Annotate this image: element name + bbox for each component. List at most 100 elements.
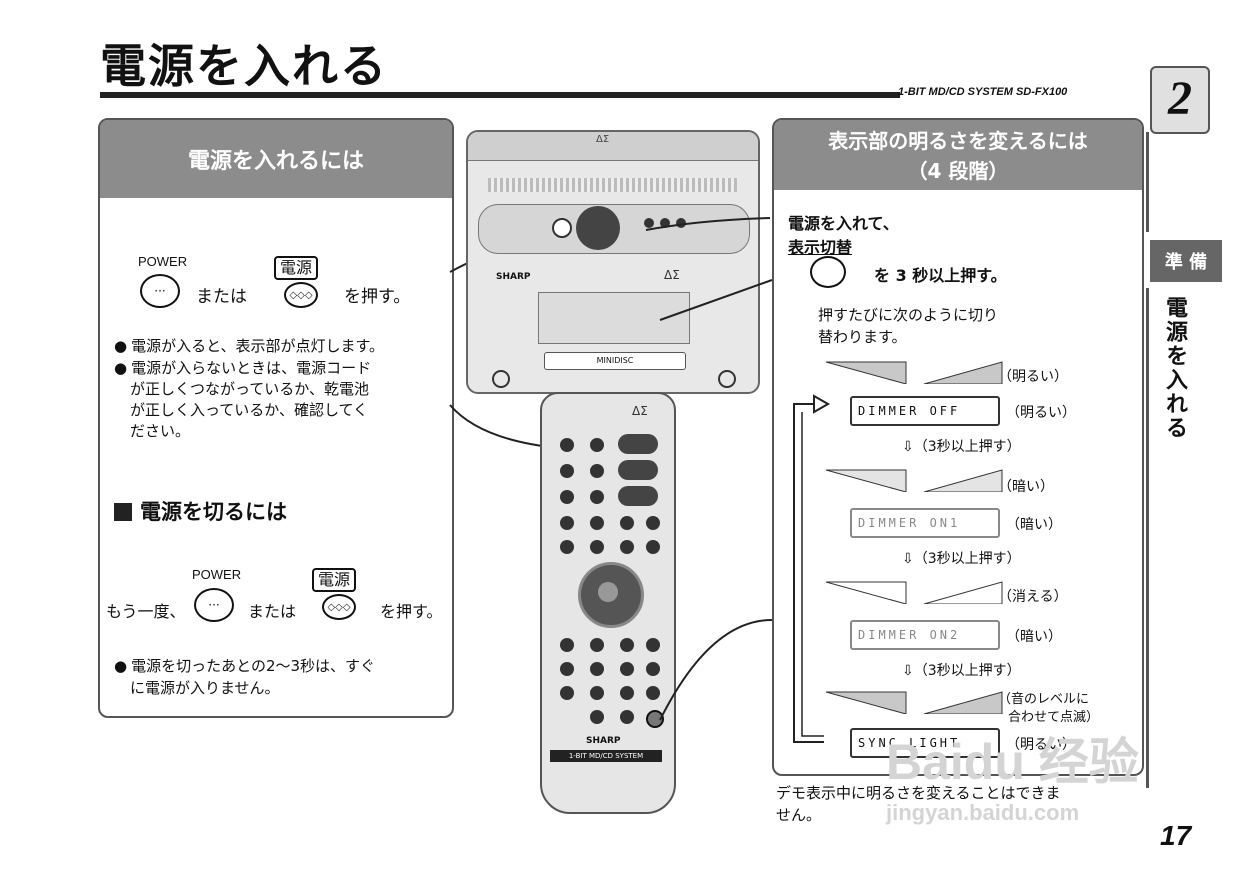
level-label-3: （暗い）: [1006, 629, 1062, 645]
demo-note-line-1: デモ表示中に明るさを変えることはできま: [776, 784, 1061, 802]
page-title: 電源を入れる: [100, 39, 388, 93]
device-grille: [488, 178, 738, 192]
press-step-3: ⇩（3秒以上押す）: [902, 663, 1021, 679]
or-text-2: または: [248, 602, 297, 621]
demo-note-line-2: せん。: [776, 806, 822, 824]
note-2-cont-a: が正しくつながっているか、乾電池: [130, 380, 369, 398]
title-rule: [100, 92, 900, 98]
remote-display-button-icon: [646, 710, 664, 728]
remote-logo: ΔΣ: [632, 404, 648, 418]
dimmer-heading: 表示部の明るさを変えるには （4 段階）: [774, 120, 1142, 190]
sidebar-rule: [1146, 132, 1149, 232]
remote-button-icon: [590, 464, 604, 478]
off-note-1-cont: に電源が入りません。: [130, 679, 280, 697]
remote-button-icon: [620, 686, 634, 700]
down-arrow-icon: ⇩: [902, 439, 914, 455]
power-off-heading: 電源を切るには: [114, 496, 287, 526]
remote-button-icon: [620, 710, 634, 724]
remote-enter-icon: [598, 582, 618, 602]
power-button-icon-2: ···: [194, 588, 234, 622]
again-text: もう一度、: [106, 602, 186, 621]
press-text-2: を押す。: [380, 602, 443, 621]
remote-button-icon: [560, 438, 574, 452]
display-button-icon: [552, 218, 572, 238]
remote-pill-icon: [618, 486, 658, 506]
remote-button-icon: [560, 490, 574, 504]
device-button-icon: [660, 218, 670, 228]
knob-icon: [718, 370, 736, 388]
remote-button-icon: [560, 516, 574, 530]
md-slot: MINIDISC: [544, 352, 686, 370]
remote-button-icon: [560, 540, 574, 554]
device-button-icon: [644, 218, 654, 228]
or-text: または: [196, 287, 247, 307]
down-arrow-icon: ⇩: [902, 663, 914, 679]
remote-button-icon: [560, 686, 574, 700]
device-top: [468, 132, 758, 161]
note-2-cont-c: ださい。: [130, 422, 191, 440]
cycle-arrow-icon: [793, 394, 831, 743]
square-bullet-icon: [114, 503, 132, 521]
section-tab: 準 備: [1150, 240, 1222, 282]
level-label-4: （明るい）: [1006, 737, 1076, 753]
wedge-label-4a: （音のレベルに: [998, 692, 1090, 707]
wedge-label-3: （消える）: [998, 589, 1068, 605]
power-label: POWER: [138, 254, 188, 269]
remote-button-icon: [590, 662, 604, 676]
remote-button-icon: [620, 662, 634, 676]
wedge-label-1: （明るい）: [998, 369, 1068, 385]
remote-button-icon: [560, 638, 574, 652]
note-2-cont-b: が正しく入っているか、確認してく: [130, 401, 369, 419]
remote-button-icon: [646, 662, 660, 676]
remote-footer: 1-BIT MD/CD SYSTEM: [550, 750, 662, 762]
wedge-label-2: （暗い）: [998, 479, 1054, 495]
watermark-logo: Baidu 经验: [886, 734, 1139, 790]
remote-button-icon: [590, 516, 604, 530]
remote-button-icon: [620, 638, 634, 652]
lcd-sync-light: SYNC LIGHT: [850, 728, 1000, 758]
remote-button-icon: [646, 540, 660, 554]
remote-pill-icon: [618, 434, 658, 454]
remote-button-icon: [560, 464, 574, 478]
display-switch-label: 表示切替: [788, 238, 853, 257]
step-2-action: を 3 秒以上押す。: [874, 266, 1007, 285]
dengen-label-2: 電源: [312, 568, 357, 592]
remote-button-icon: [590, 490, 604, 504]
dimmer-panel: 表示部の明るさを変えるには （4 段階） 電源を入れて、 表示切替 を 3 秒以…: [772, 118, 1144, 776]
off-note-1: ●電源を切ったあとの2～3秒は、すぐ: [114, 657, 376, 675]
remote-button-icon: [620, 516, 634, 530]
note-1: ●電源が入ると、表示部が点灯します。: [114, 337, 384, 355]
remote-button-icon: [590, 638, 604, 652]
device-logo: ΔΣ: [596, 134, 610, 145]
press-step-2: ⇩（3秒以上押す）: [902, 551, 1021, 567]
sidebar-rule-lower: [1146, 288, 1149, 788]
device-button-icon: [676, 218, 686, 228]
chapter-number: 2: [1150, 66, 1210, 134]
remote-button-icon: [590, 710, 604, 724]
remote-button-icon: [590, 540, 604, 554]
remote-illustration: ΔΣ SHARP 1-BIT MD/CD SYSTEM: [540, 392, 676, 814]
remote-pill-icon: [618, 460, 658, 480]
step-1: 電源を入れて、: [788, 214, 899, 233]
press-text: を押す。: [344, 287, 411, 307]
remote-button-icon: [620, 540, 634, 554]
device-logo-front: ΔΣ: [664, 268, 680, 282]
model-name: 1-BIT MD/CD SYSTEM SD-FX100: [898, 86, 1068, 98]
level-label-1: （明るい）: [1006, 405, 1076, 421]
watermark-url: jingyan.baidu.com: [886, 800, 1080, 825]
desc-line-1: 押すたびに次のように切り: [818, 306, 999, 324]
dengen-button-icon-2: ◇◇◇: [322, 594, 356, 620]
lcd-dimmer-off: DIMMER OFF: [850, 396, 1000, 426]
note-2: ●電源が入らないときは、電源コード: [114, 359, 372, 377]
brightness-wedge-off: [825, 581, 1003, 604]
remote-brand: SHARP: [586, 736, 621, 746]
remote-button-icon: [590, 686, 604, 700]
display-switch-button-icon: [810, 256, 846, 288]
lcd-dimmer-on1: DIMMER ON1: [850, 508, 1000, 538]
remote-button-icon: [646, 638, 660, 652]
power-on-panel: 電源を入れるには POWER ··· または 電源 ◇◇◇ を押す。 ●電源が入…: [98, 118, 454, 718]
power-label-2: POWER: [192, 567, 242, 582]
remote-button-icon: [560, 662, 574, 676]
device-brand: SHARP: [496, 272, 531, 282]
jog-dial-icon: [576, 206, 620, 250]
